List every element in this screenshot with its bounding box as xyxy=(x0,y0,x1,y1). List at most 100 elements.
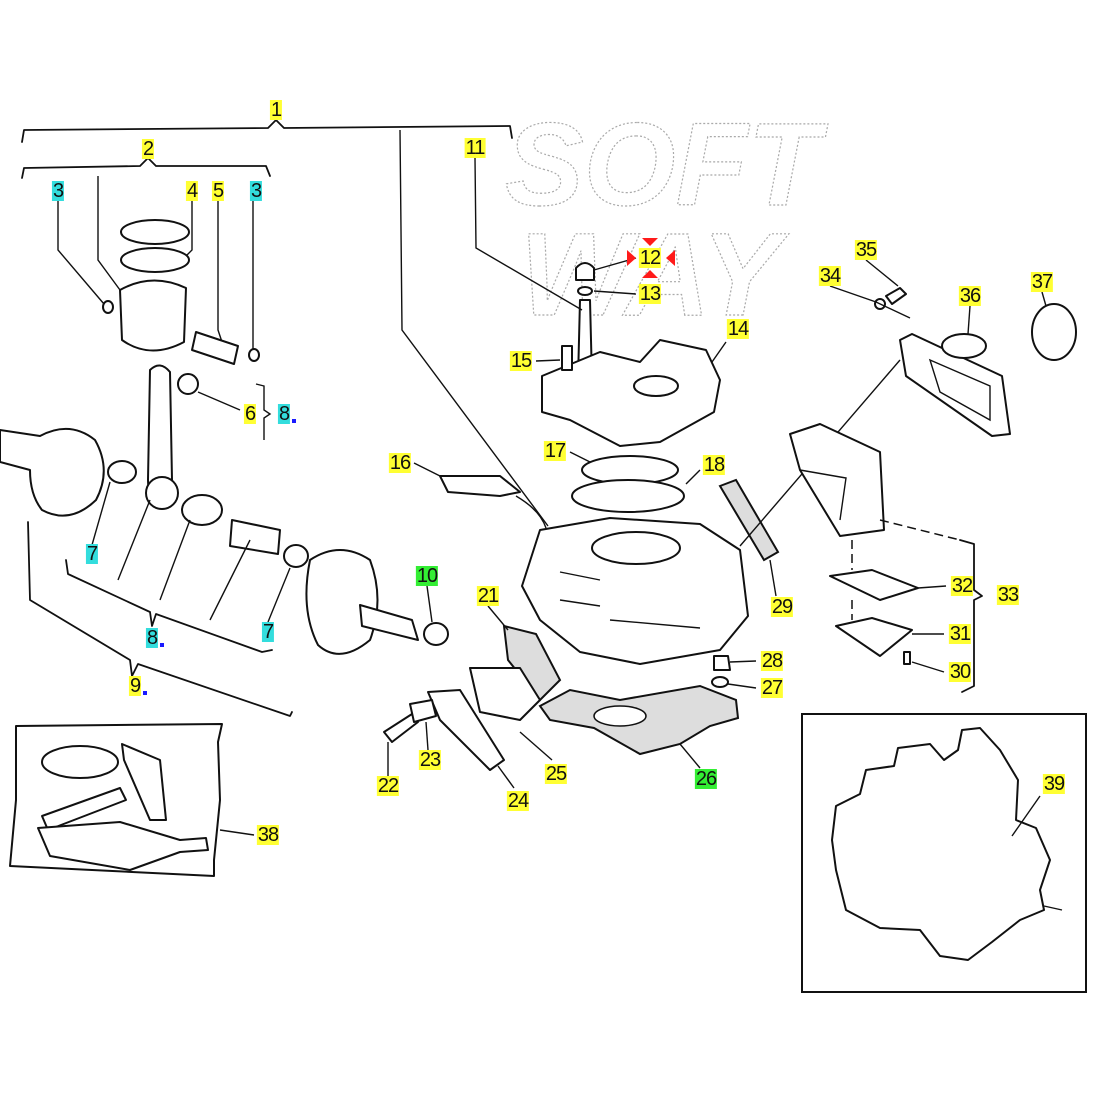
callout-part-14[interactable]: 14 xyxy=(726,318,749,340)
cap-nut xyxy=(575,262,595,281)
circlip-right xyxy=(248,348,260,362)
leader-2 xyxy=(97,176,121,291)
callout-part-33[interactable]: 33 xyxy=(996,584,1019,606)
callout-part-7a[interactable]: 7 xyxy=(85,543,98,565)
callout-part-17[interactable]: 17 xyxy=(543,440,566,462)
leader-27 xyxy=(727,683,757,689)
callout-part-38[interactable]: 38 xyxy=(256,824,279,846)
callout-part-8a[interactable]: 8 xyxy=(277,403,290,425)
leader-30 xyxy=(911,661,945,673)
big-end-eye xyxy=(145,476,179,510)
leader-35 xyxy=(865,259,899,287)
inset-bracket xyxy=(121,743,167,821)
bracket-16 xyxy=(439,475,521,497)
leader-14 xyxy=(711,341,727,363)
leader-28 xyxy=(729,660,757,663)
callout-part-6[interactable]: 6 xyxy=(243,403,256,425)
callout-part-2[interactable]: 2 xyxy=(141,138,154,160)
callout-part-16[interactable]: 16 xyxy=(388,452,411,474)
washer-13 xyxy=(577,286,593,296)
callout-part-5[interactable]: 5 xyxy=(211,180,224,202)
washer-27 xyxy=(711,676,729,688)
cylinder-head xyxy=(541,339,721,447)
leader-21 xyxy=(487,605,509,631)
callout-part-24[interactable]: 24 xyxy=(506,790,529,812)
leader-36 xyxy=(967,305,971,335)
leader-15 xyxy=(535,359,561,362)
thrust-washer-right xyxy=(283,544,309,568)
callout-part-7b[interactable]: 7 xyxy=(261,621,274,643)
callout-part-15[interactable]: 15 xyxy=(509,350,532,372)
callout-part-37[interactable]: 37 xyxy=(1030,271,1053,293)
bushing-23 xyxy=(409,699,437,723)
leader-34 xyxy=(829,285,911,319)
selected-arrow-bottom xyxy=(642,270,658,278)
oil-seal xyxy=(423,622,449,646)
base-gasket-bore xyxy=(593,705,647,727)
exhaust-flange-24 xyxy=(427,689,505,771)
callout-part-3b[interactable]: 3 xyxy=(249,180,262,202)
callout-part-11[interactable]: 11 xyxy=(464,137,486,159)
leader-8-bearing xyxy=(159,519,191,601)
leader-8-pin xyxy=(209,539,251,621)
callout-part-28[interactable]: 28 xyxy=(760,650,783,672)
crank-half-left xyxy=(0,428,105,517)
callout-part-25[interactable]: 25 xyxy=(544,763,567,785)
leader-3a xyxy=(57,200,105,305)
callout-part-3a[interactable]: 3 xyxy=(51,180,64,202)
screw-35 xyxy=(885,287,907,305)
callout-part-34[interactable]: 34 xyxy=(818,265,841,287)
callout-part-22[interactable]: 22 xyxy=(376,775,399,797)
callout-part-10[interactable]: 10 xyxy=(415,565,438,587)
callout-part-13[interactable]: 13 xyxy=(638,283,661,305)
leader-7a xyxy=(91,481,111,546)
watermark-line1: SOFT xyxy=(505,99,829,231)
callout-part-9[interactable]: 9 xyxy=(128,675,141,697)
callout-part-35[interactable]: 35 xyxy=(854,239,877,261)
callout-part-18[interactable]: 18 xyxy=(702,454,725,476)
callout-dot-marker xyxy=(143,691,147,695)
selected-arrow-left xyxy=(627,250,636,266)
callout-part-1[interactable]: 1 xyxy=(269,99,282,121)
exhaust-gasket-21 xyxy=(502,624,562,702)
intake-manifold-port xyxy=(928,358,991,422)
crank-shaft-right xyxy=(359,604,419,641)
crank-pin xyxy=(229,519,281,555)
callout-part-30[interactable]: 30 xyxy=(948,661,971,683)
callout-part-36[interactable]: 36 xyxy=(958,285,981,307)
piston-ring-bottom xyxy=(120,247,190,273)
callout-part-29[interactable]: 29 xyxy=(770,596,793,618)
callout-part-23[interactable]: 23 xyxy=(418,749,441,771)
leader-24 xyxy=(497,765,515,789)
engine-shaft xyxy=(1043,905,1063,911)
leader-29 xyxy=(769,559,777,597)
leader-39 xyxy=(1011,795,1041,837)
leader-18 xyxy=(685,469,701,485)
callout-part-39[interactable]: 39 xyxy=(1042,773,1065,795)
reed-assembly-guides xyxy=(851,519,961,620)
callout-dot-marker xyxy=(160,643,164,647)
leader-6 xyxy=(197,391,241,411)
callout-part-12[interactable]: 12 xyxy=(638,247,661,269)
cylinder-bore xyxy=(591,531,681,565)
callout-part-21[interactable]: 21 xyxy=(476,585,499,607)
callout-part-26[interactable]: 26 xyxy=(694,768,717,790)
leader-1-cylinder xyxy=(399,129,549,527)
callout-part-31[interactable]: 31 xyxy=(948,623,971,645)
callout-dot-marker xyxy=(292,419,296,423)
spark-plug-boss xyxy=(633,375,679,397)
callout-part-4[interactable]: 4 xyxy=(185,180,198,202)
callout-part-27[interactable]: 27 xyxy=(760,677,783,699)
bracket-8-top xyxy=(255,383,272,440)
reed-stopper-31 xyxy=(835,617,913,657)
leader-10 xyxy=(426,585,433,623)
inset-intake-tube xyxy=(41,745,119,779)
callout-part-8b[interactable]: 8 xyxy=(145,627,158,649)
bracket-8-bottom xyxy=(65,559,273,653)
leader-8-rod xyxy=(117,499,151,581)
callout-part-32[interactable]: 32 xyxy=(950,575,973,597)
leader-25 xyxy=(519,731,553,761)
o-ring-18 xyxy=(571,479,685,513)
